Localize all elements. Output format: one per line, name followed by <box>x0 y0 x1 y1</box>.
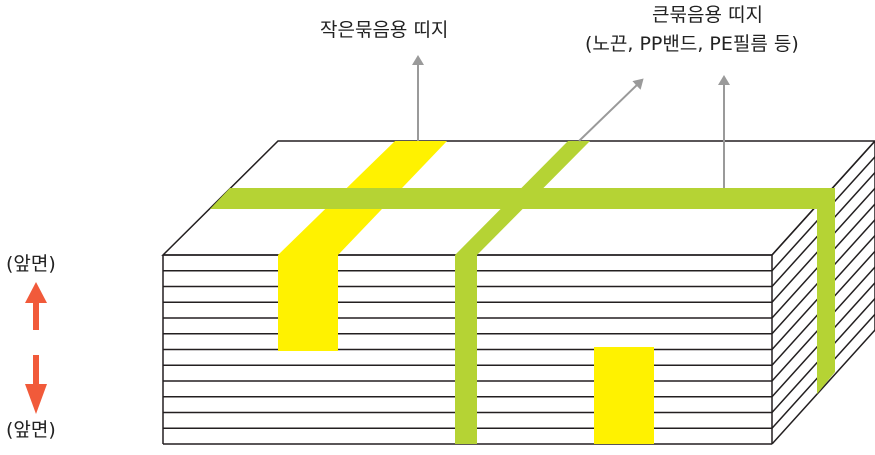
front-side-label-bottom: (앞면) <box>6 419 56 441</box>
big-strap-top-diagonal <box>455 141 590 255</box>
front-side-label-top: (앞면) <box>6 253 56 275</box>
front-direction-arrow-down <box>25 355 47 414</box>
small-strap-front <box>278 255 338 351</box>
big-strap-materials-label: (노끈, PP밴드, PE필름 등) <box>585 33 799 55</box>
big-strap-pointer-arrow-diagonal <box>578 78 644 142</box>
front-direction-arrow-up <box>25 282 47 330</box>
small-strap-label: 작은묶음용 띠지 <box>320 19 449 41</box>
sheet-edge-side <box>771 329 875 445</box>
big-strap-label: 큰묶음용 띠지 <box>652 4 763 26</box>
small-strap-front-lower <box>594 347 654 444</box>
big-strap-front <box>455 255 477 444</box>
big-strap-side <box>817 188 835 394</box>
